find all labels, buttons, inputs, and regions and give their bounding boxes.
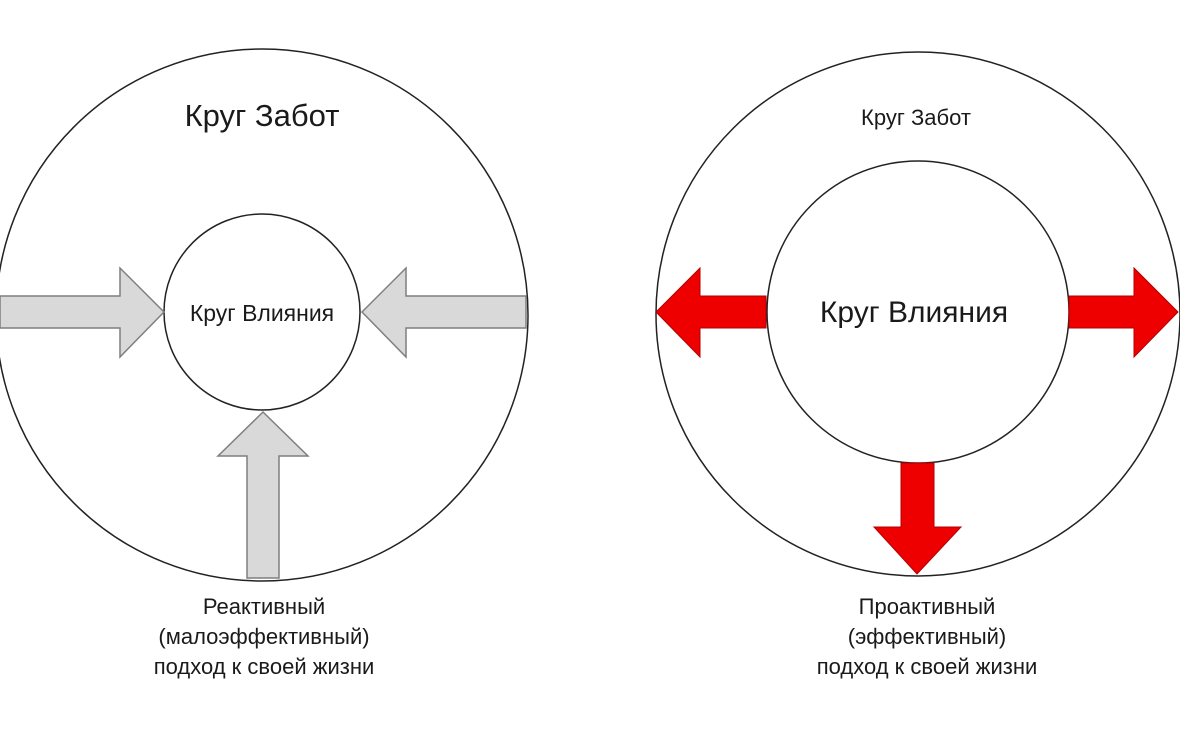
right-outer-label: Круг Забот [861,105,971,130]
caption-line: Проактивный [858,594,996,619]
right-arrow-outward-left [655,266,767,359]
left-arrow-inward-from-right [360,266,527,359]
caption-line: (эффективный) [847,624,1007,649]
left-arrow-inward-from-bottom [216,410,310,579]
caption-line: (малоэффективный) [158,624,370,649]
reactive-diagram: Круг Забот Круг Влияния [0,48,529,582]
right-arrow-outward-right [1068,266,1179,359]
left-outer-label: Круг Забот [185,98,340,133]
caption-line: Реактивный [202,594,326,619]
right-inner-label: Круг Влияния [820,296,1008,329]
left-inner-label: Круг Влияния [190,300,334,326]
caption-line: подход к своей жизни [153,654,375,679]
reactive-caption: Реактивный (малоэффективный) подход к св… [84,592,444,682]
right-circle-of-concern [655,51,1180,577]
caption-line: подход к своей жизни [816,654,1038,679]
left-arrow-inward-from-left [0,266,166,359]
proactive-diagram: Круг Забот Круг Влияния [655,51,1180,577]
proactive-caption: Проактивный (эффективный) подход к своей… [747,592,1107,682]
right-arrow-outward-down [872,462,963,575]
left-circle-of-concern [0,48,529,582]
